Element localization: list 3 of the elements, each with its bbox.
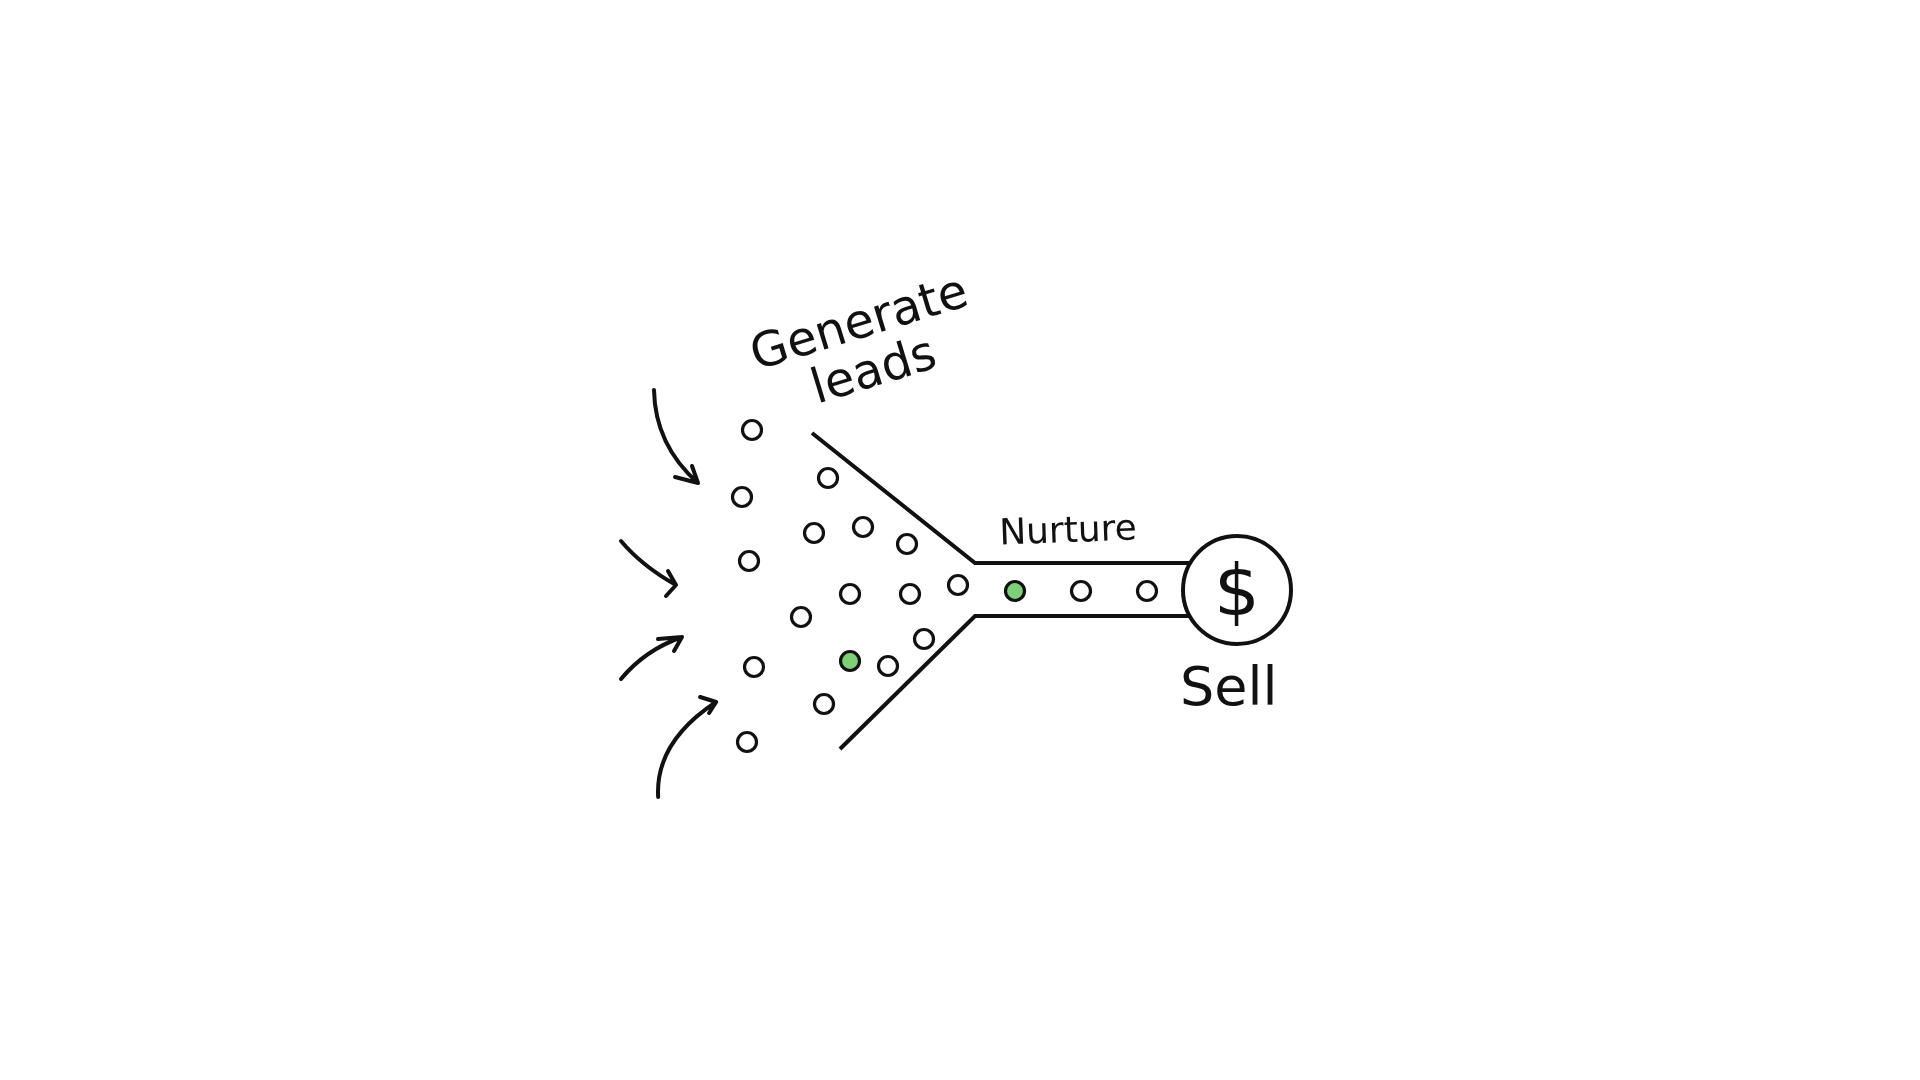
currency-symbol: $ [1214, 554, 1260, 626]
stage-label: Nurture [997, 507, 1139, 553]
caption-text: Sell [1180, 660, 1278, 714]
